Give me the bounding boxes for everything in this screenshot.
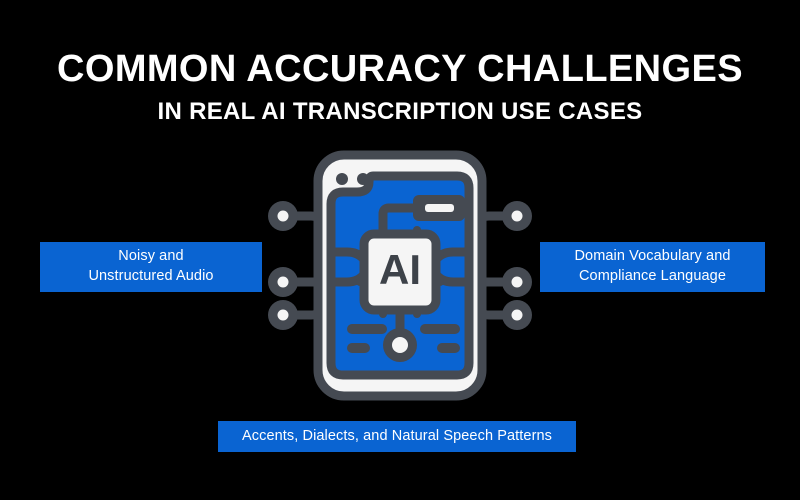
screen-node-circle — [383, 328, 417, 362]
callout-bottom-accents-dialects[interactable]: Accents, Dialects, and Natural Speech Pa… — [218, 421, 576, 452]
screen-dashes-right — [420, 324, 460, 353]
circuit-node-left-3 — [268, 300, 298, 330]
circuit-node-right-2 — [502, 267, 532, 297]
callout-right-domain-vocabulary[interactable]: Domain Vocabulary and Compliance Languag… — [540, 242, 765, 292]
circuit-node-right-1 — [502, 201, 532, 231]
callout-right-text: Domain Vocabulary and Compliance Languag… — [568, 247, 736, 286]
callout-right-line2: Compliance Language — [578, 268, 726, 284]
callout-left-line2: Unstructured Audio — [88, 268, 214, 284]
ai-phone-chip-illustration: AI — [265, 142, 535, 408]
heading-block: COMMON ACCURACY CHALLENGES IN REAL AI TR… — [0, 48, 800, 125]
ai-phone-chip-svg: AI — [268, 150, 532, 401]
page-title: COMMON ACCURACY CHALLENGES — [57, 48, 743, 90]
callout-bottom-line1: Accents, Dialects, and Natural Speech Pa… — [241, 427, 553, 444]
callout-right-line1: Domain Vocabulary and — [574, 248, 731, 265]
callout-left-text: Noisy and Unstructured Audio — [82, 247, 219, 286]
circuit-node-left-1 — [268, 201, 298, 231]
circuit-node-left-2 — [268, 267, 298, 297]
callout-left-line1: Noisy and — [118, 248, 184, 265]
callout-left-noisy-audio[interactable]: Noisy and Unstructured Audio — [40, 242, 262, 292]
screen-dashes-left — [347, 324, 387, 353]
page-subtitle: IN REAL AI TRANSCRIPTION USE CASES — [157, 97, 643, 125]
ai-chip: AI — [356, 226, 444, 318]
circuit-node-right-3 — [502, 300, 532, 330]
screen-component-rect — [378, 195, 465, 235]
ai-chip-label: AI — [379, 246, 421, 293]
